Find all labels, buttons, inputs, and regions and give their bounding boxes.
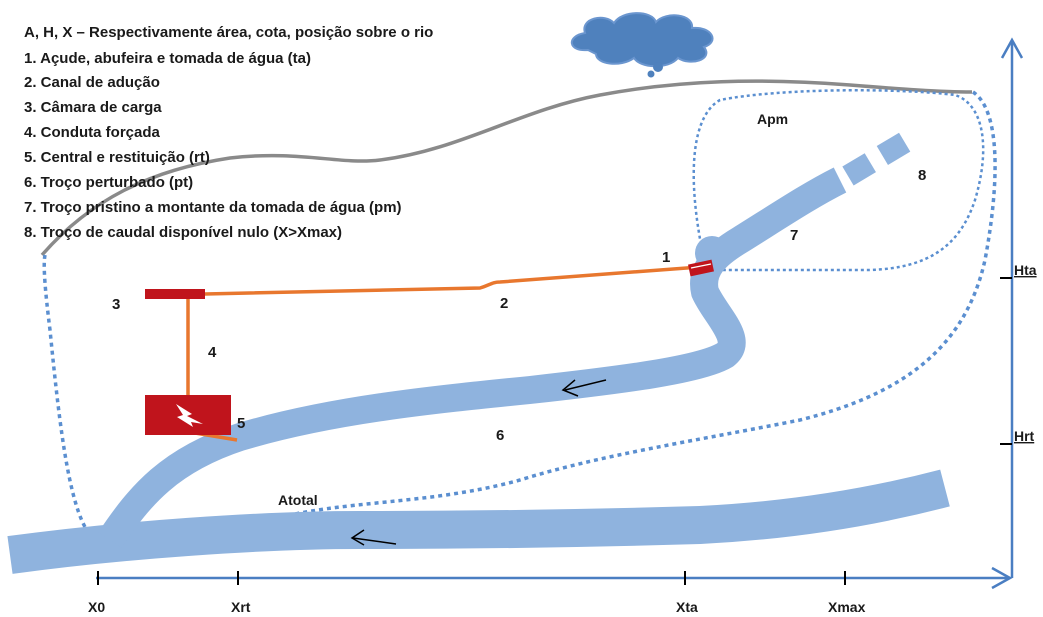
label-atotal: Atotal [278,492,318,508]
y-tick-label-hta: Hta [1014,262,1037,278]
rain-cloud-icon [570,12,714,78]
label-8: 8 [918,167,926,184]
legend-item-4: 4. Conduta forçada [24,124,161,141]
y-axis-arrowhead [1000,37,1024,59]
label-7: 7 [790,227,798,244]
forebay-chamber [145,289,205,299]
legend-item-5: 5. Central e restituição (rt) [24,149,210,166]
legend-item-7: 7. Troço pristino a montante da tomada d… [24,199,402,216]
y-tick-label-hrt: Hrt [1014,428,1035,444]
label-6: 6 [496,427,504,444]
flow-arrow-main [350,529,397,546]
x-tick-label-xta: Xta [676,599,698,615]
label-4: 4 [208,344,217,361]
label-5: 5 [237,415,245,432]
ridge-line [40,79,973,257]
label-2: 2 [500,295,508,312]
x-tick-label-xmax: Xmax [828,599,866,615]
tributary-river [98,167,847,548]
lightning-bolt-icon [176,404,203,427]
catchment-boundary-apm [692,89,985,272]
legend-item-8: 8. Troço de caudal disponível nulo (X>Xm… [24,224,342,241]
legend-title: A, H, X – Respectivamente área, cota, po… [24,24,433,41]
x-axis-arrowhead [991,566,1013,590]
flow-arrow-tributary [561,379,607,397]
axes [96,37,1024,590]
legend-item-1: 1. Açude, abufeira e tomada de água (ta) [24,50,311,67]
catchment-boundary-total [42,90,997,545]
headrace-canal [204,265,701,296]
legend-item-2: 2. Canal de adução [24,74,160,91]
legend-item-3: 3. Câmara de carga [24,99,162,116]
tributary-river-dashed [842,126,921,186]
x-tick-label-x0: X0 [88,599,105,615]
legend-item-6: 6. Troço perturbado (pt) [24,174,193,191]
label-3: 3 [112,296,120,313]
legend: A, H, X – Respectivamente área, cota, po… [24,24,433,241]
power-plant [145,395,231,435]
main-river [7,469,950,574]
label-apm: Apm [757,111,788,127]
intake-dam [688,259,714,277]
x-tick-label-xrt: Xrt [231,599,251,615]
label-1: 1 [662,249,670,266]
